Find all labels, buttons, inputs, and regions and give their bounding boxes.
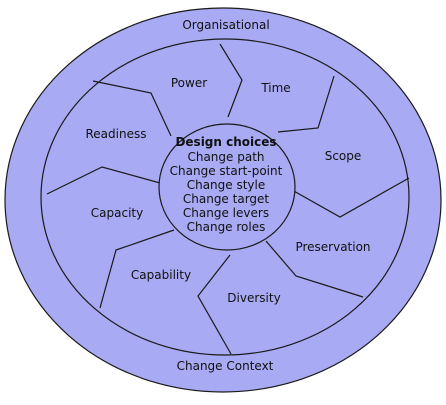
outer-top-label: Organisational <box>182 18 269 32</box>
divider-time-scope <box>277 75 335 133</box>
design-choice-item: Change start-point <box>170 164 283 178</box>
segment-label-readiness: Readiness <box>86 127 147 141</box>
segment-label-time: Time <box>260 81 290 95</box>
outer-bottom-label: Change Context <box>177 359 274 373</box>
segment-dividers <box>46 43 410 355</box>
divider-capability-capacity <box>99 229 175 309</box>
design-choice-item: Change target <box>183 192 270 206</box>
design-choice-item: Change path <box>187 150 264 164</box>
divider-scope-preservation <box>291 177 410 218</box>
design-choice-item: Change style <box>187 178 266 192</box>
design-choices-title: Design choices <box>175 135 276 149</box>
design-choice-item: Change roles <box>187 220 266 234</box>
segment-label-power: Power <box>171 76 207 90</box>
segment-label-diversity: Diversity <box>227 291 280 305</box>
segment-label-scope: Scope <box>325 149 362 163</box>
segment-label-preservation: Preservation <box>295 240 370 254</box>
design-choices-circle <box>158 123 296 251</box>
design-choice-item: Change levers <box>183 206 269 220</box>
divider-capacity-readiness <box>46 166 161 195</box>
divider-diversity-capability <box>197 254 232 355</box>
divider-power-time <box>219 43 243 118</box>
segment-label-capacity: Capacity <box>91 206 143 220</box>
divider-preservation-diversity <box>265 240 364 298</box>
segment-label-capability: Capability <box>131 268 191 282</box>
divider-readiness-power <box>92 80 172 137</box>
